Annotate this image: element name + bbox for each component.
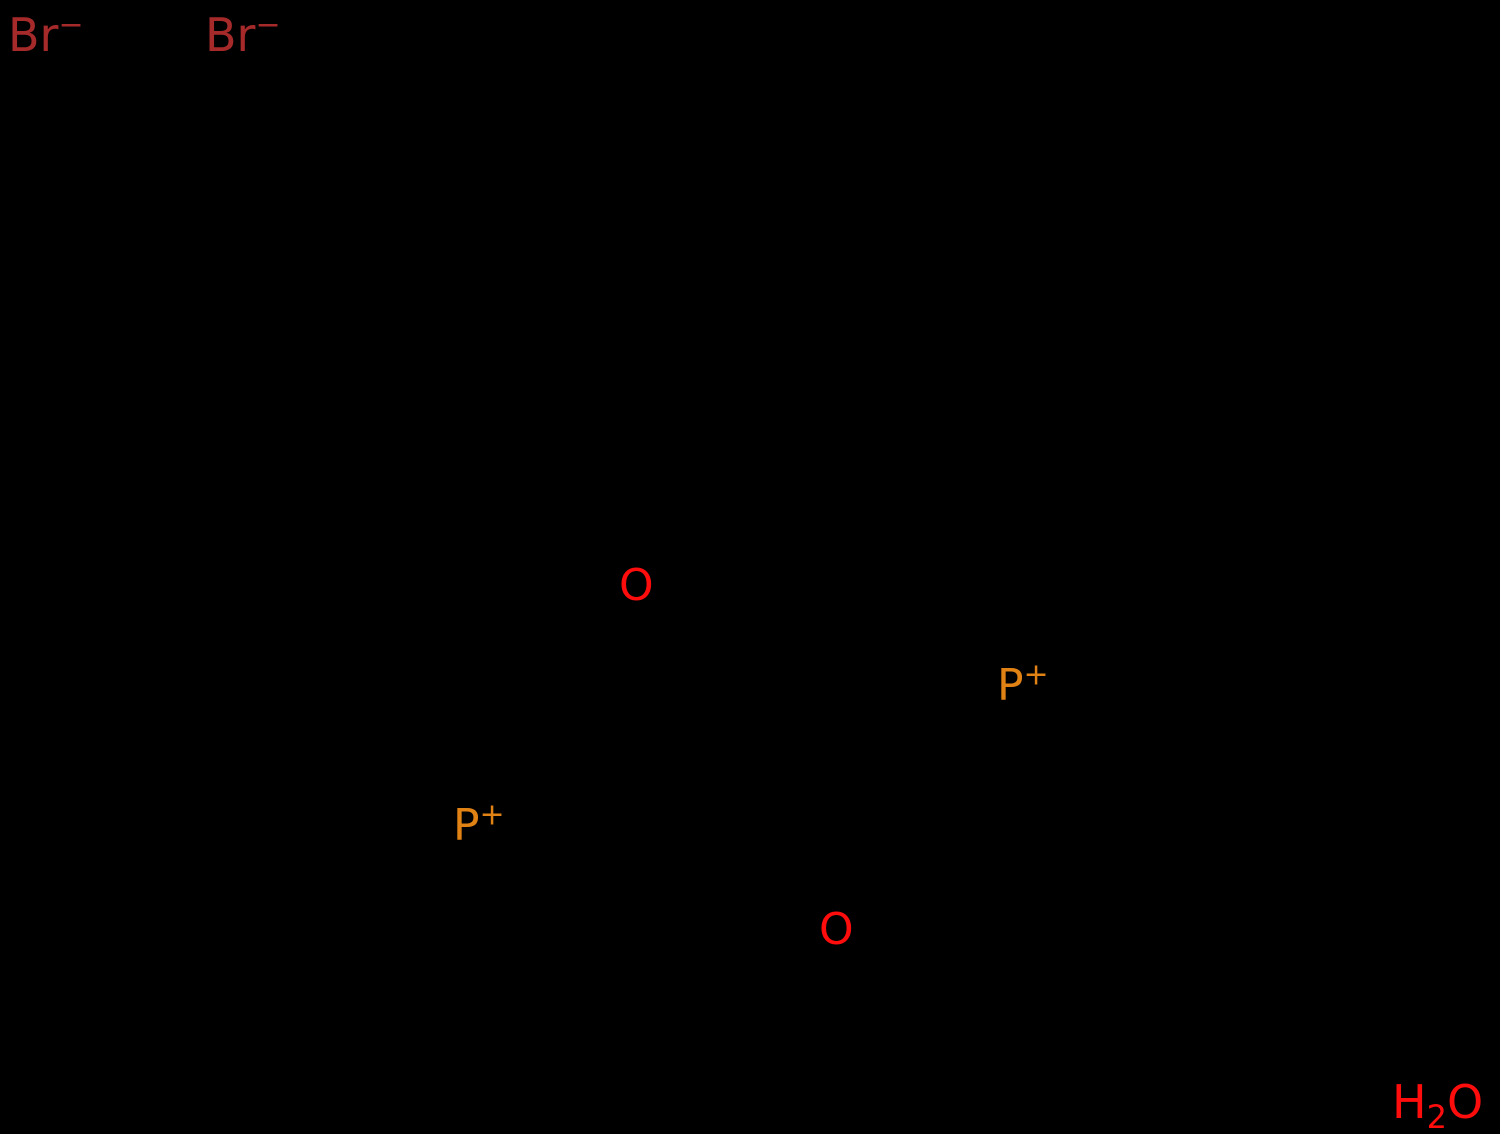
phenyl-ring-right-mid [1177,437,1423,723]
phenyl-ring-right-upper [1057,227,1303,513]
phenyl-ring-left-upper [211,87,461,373]
phenyl-ring-right-lower [1037,717,1323,885]
bromide-label-2: Br− [205,10,281,58]
phosphorus-symbol-left: P [453,800,480,851]
bond-chainA3-to-P [417,697,481,803]
bond-ringB-to-P [417,807,473,829]
bond-P-left-to-bridge [467,717,563,803]
phenyl-ring-left-lower [177,597,423,899]
phosphorus-charge-right: + [1023,657,1049,693]
oxygen-symbol-lower: O [819,904,854,955]
phosphonium-label-left: P+ [453,800,505,848]
phosphorus-charge-left: + [479,797,505,833]
bond-chainA [333,507,423,583]
oxygen-label-upper: O [619,564,654,608]
bromide-symbol-1: Br [8,8,59,62]
water-subscript: 2 [1426,1098,1447,1134]
bromide-label-1: Br− [8,10,84,58]
oxygen-symbol-upper: O [619,560,654,611]
bond-lower-chain [937,937,1063,1013]
bromide-symbol-2: Br [205,8,256,62]
central-core [557,507,1043,983]
bond-O-lower-up [835,837,903,901]
phenyl-ring-left-bottom [237,857,481,1073]
water-hydrogen: H [1392,1075,1427,1129]
bromide-charge-1: − [58,7,84,43]
upper-aromatic-extension [455,87,1183,513]
bond-O-upper-out [657,557,763,613]
water-label: H2O [1392,1079,1483,1133]
bond-P-right-to-ringE [1059,647,1183,691]
phosphonium-label-right: P+ [997,660,1049,708]
phosphorus-symbol-right: P [997,660,1024,711]
bond-ringD-to-core [1037,437,1063,583]
right-edge-chain [1317,297,1483,1003]
bromide-charge-2: − [255,7,281,43]
water-oxygen: O [1446,1075,1484,1129]
bond-bridge-to-O-upper [557,607,623,723]
oxygen-label-lower: O [819,908,854,952]
bond-O-lower-down [857,957,943,1013]
